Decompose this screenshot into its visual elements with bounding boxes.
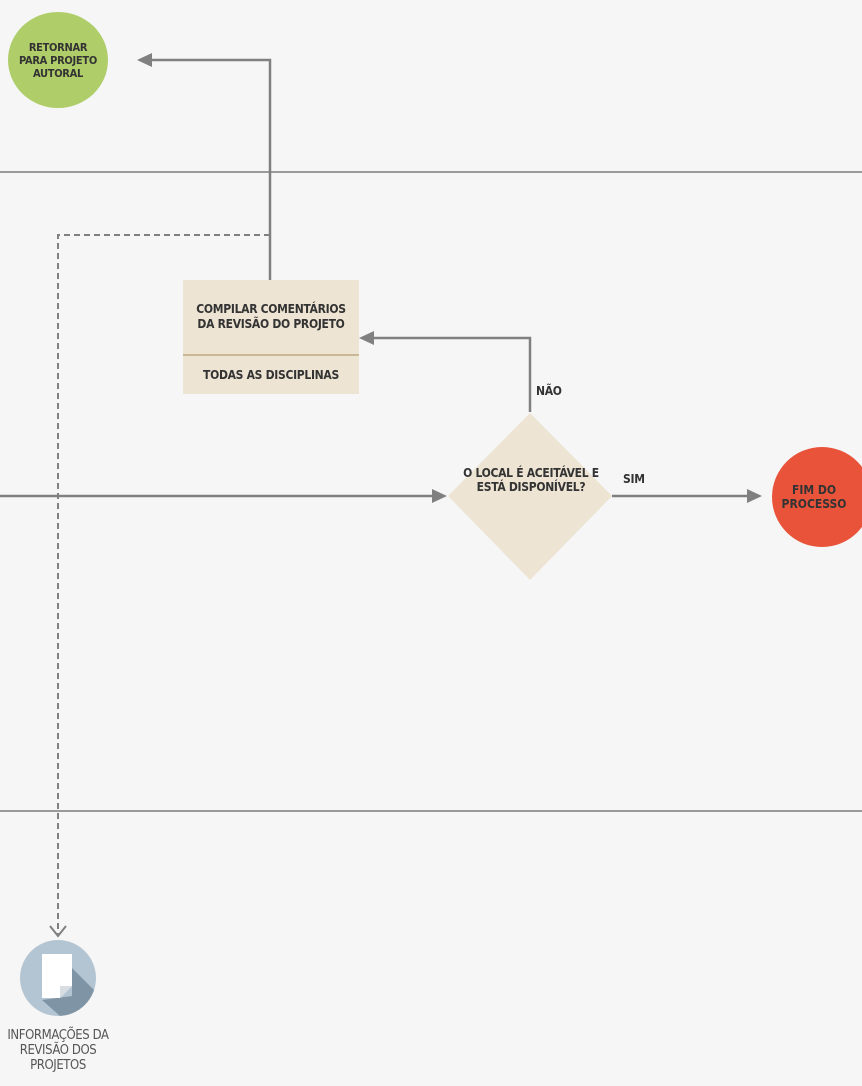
task-role-area: TODAS AS DISCIPLINAS — [183, 356, 359, 394]
edge-dashed-to-document — [57, 234, 270, 934]
decision-label: O LOCAL É ACEITÁVEL E ESTÁ DISPONÍVEL? — [463, 466, 599, 494]
compile-comments-task: COMPILAR COMENTÁRIOS DA REVISÃO DO PROJE… — [183, 280, 359, 394]
edge-yes-label: SIM — [623, 472, 645, 486]
arrowhead-return — [137, 53, 152, 67]
return-to-authoring-node: RETORNAR PARA PROJETO AUTORAL — [8, 12, 108, 108]
arrowhead-incoming — [432, 489, 447, 503]
task-role: TODAS AS DISCIPLINAS — [203, 367, 339, 382]
document-icon-graphic — [42, 954, 96, 1016]
edge-no-label: NÃO — [536, 384, 562, 398]
decision-diamond — [448, 413, 612, 580]
task-title: COMPILAR COMENTÁRIOS DA REVISÃO DO PROJE… — [196, 302, 346, 331]
end-of-process-node: FIM DO PROCESSO — [772, 447, 862, 547]
return-node-label: RETORNAR PARA PROJETO AUTORAL — [19, 40, 97, 80]
document-icon — [20, 940, 96, 1016]
arrowhead-document — [49, 925, 67, 938]
document-caption: INFORMAÇÕES DA REVISÃO DOS PROJETOS — [7, 1028, 109, 1073]
edge-task-to-return — [150, 58, 272, 280]
arrowhead-yes — [747, 489, 762, 503]
edge-no — [372, 336, 532, 412]
task-title-area: COMPILAR COMENTÁRIOS DA REVISÃO DO PROJE… — [183, 280, 359, 356]
end-node-label: FIM DO PROCESSO — [781, 483, 847, 511]
arrowhead-no — [359, 331, 374, 345]
